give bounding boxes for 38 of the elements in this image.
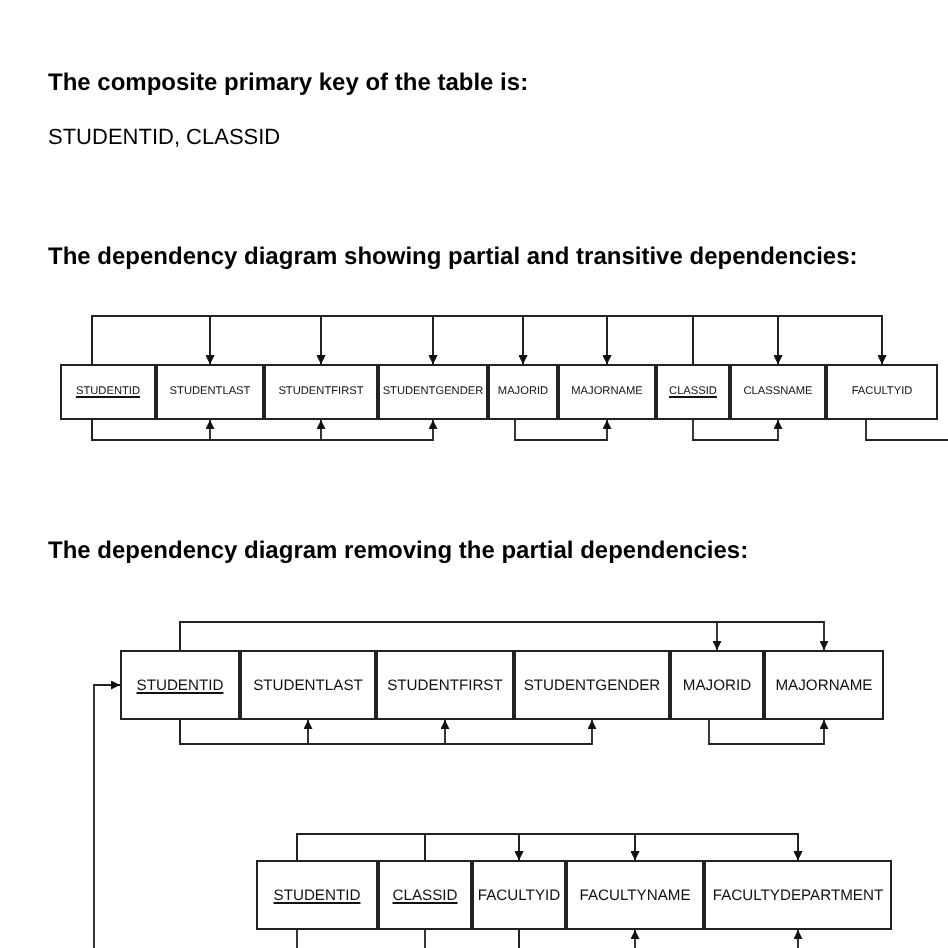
attribute-box (670, 650, 764, 720)
attribute-box (826, 364, 938, 420)
dependency-arrow (602, 315, 694, 365)
attribute-box (514, 650, 670, 720)
attribute-box (656, 364, 730, 420)
attribute-box (264, 364, 378, 420)
section-heading: The dependency diagram removing the partial dependencies: (48, 536, 749, 564)
section-heading: The composite primary key of the table is: (48, 68, 529, 96)
attribute-box (376, 650, 514, 720)
attribute-box (60, 364, 156, 420)
connector-line (296, 929, 298, 948)
section-heading: The dependency diagram showing partial and transitive dependencies: (48, 242, 858, 270)
dependency-arrow (424, 833, 803, 861)
dependency-arrow (692, 419, 783, 441)
attribute-box (378, 364, 488, 420)
connector-line (865, 419, 948, 441)
attribute-box (120, 650, 240, 720)
attribute-box (156, 364, 264, 420)
dependency-arrow (514, 419, 612, 441)
attribute-box (472, 860, 566, 930)
dependency-arrow (518, 929, 803, 948)
dependency-arrow (179, 621, 829, 651)
attribute-box (256, 860, 378, 930)
attribute-box (730, 364, 826, 420)
dependency-arrow (179, 719, 597, 745)
attribute-box (240, 650, 376, 720)
attribute-box (566, 860, 704, 930)
body-text: STUDENTID, CLASSID (48, 126, 281, 150)
dependency-arrow (692, 315, 887, 365)
dependency-arrow (91, 419, 438, 441)
attribute-box (704, 860, 892, 930)
attribute-box (378, 860, 472, 930)
connector-line (424, 929, 426, 948)
dependency-arrow (93, 680, 121, 948)
dependency-arrow (708, 719, 829, 745)
attribute-box (488, 364, 558, 420)
attribute-box (558, 364, 656, 420)
attribute-box (764, 650, 884, 720)
